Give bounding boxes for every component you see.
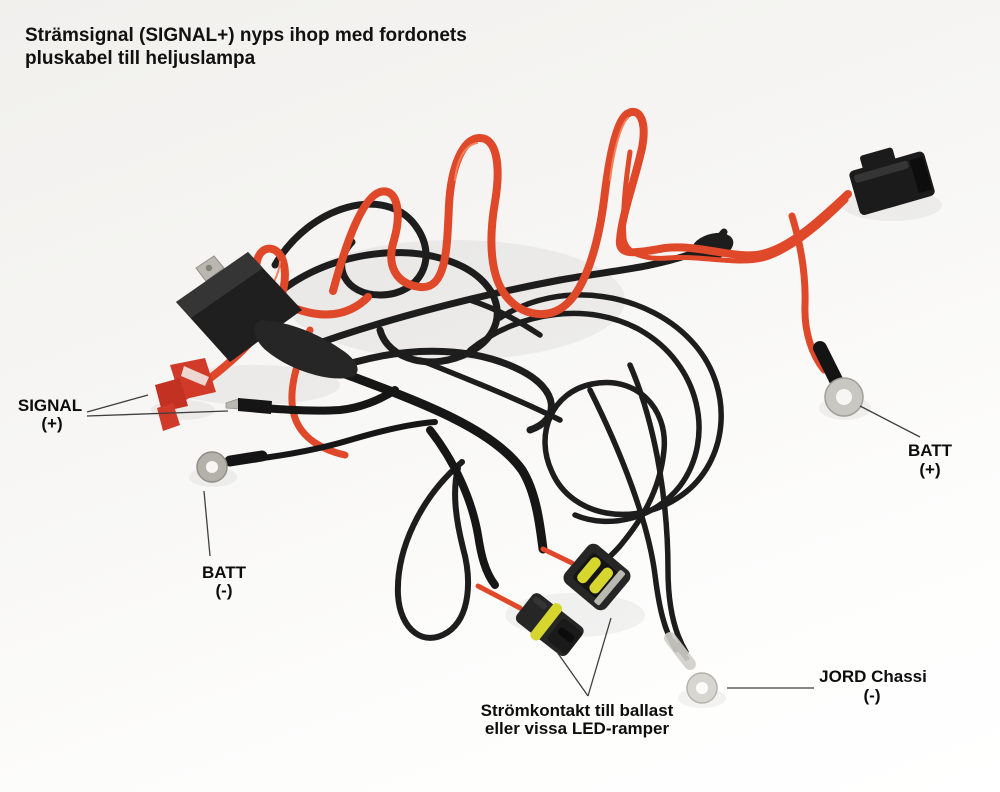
label-batt-positive: BATT (+)	[908, 441, 953, 479]
title: Strämsignal (SIGNAL+) nyps ihop med ford…	[25, 25, 467, 69]
relay	[176, 252, 358, 379]
ballast-label-line-1: Strömkontakt till ballast	[481, 701, 674, 720]
label-ground-chassis: JORD Chassi (-)	[819, 667, 927, 705]
ballast-connector-female	[563, 543, 631, 611]
bullet-terminal	[225, 398, 272, 414]
signal-label-sign: (+)	[41, 414, 62, 433]
ballast-pointer-right	[587, 617, 612, 697]
batt-negative-label-text: BATT	[202, 563, 247, 582]
signal-pointer-upper	[86, 394, 149, 413]
label-signal-positive: SIGNAL (+)	[18, 396, 82, 433]
ring-terminal-batt-positive	[813, 341, 864, 417]
ballast-connector-male	[515, 593, 584, 657]
title-line-1: Strämsignal (SIGNAL+) nyps ihop med ford…	[25, 25, 467, 46]
label-batt-negative: BATT (-)	[202, 563, 247, 600]
ground-label-text: JORD Chassi	[819, 667, 927, 686]
quick-splice-tap	[155, 358, 216, 431]
ballast-label-line-2: eller vissa LED-ramper	[485, 719, 670, 738]
batt-positive-pointer	[859, 405, 921, 438]
batt-negative-pointer	[203, 490, 211, 557]
signal-label-text: SIGNAL	[18, 396, 82, 415]
ring-terminal-batt-negative	[196, 450, 268, 483]
ballast-pointer-left	[556, 651, 589, 697]
batt-positive-label-sign: (+)	[919, 460, 940, 479]
black-ground-wires	[258, 200, 734, 655]
batt-negative-label-sign: (-)	[216, 581, 233, 600]
signal-pointer-lower	[86, 410, 229, 417]
two-pin-power-connector	[849, 147, 935, 215]
title-line-2: pluskabel till heljuslampa	[25, 48, 256, 69]
ring-terminal-ground	[664, 632, 718, 704]
ground-label-sign: (-)	[864, 686, 881, 705]
label-ballast-connector: Strömkontakt till ballast eller vissa LE…	[481, 701, 674, 738]
callout-pointer-lines	[86, 394, 921, 697]
batt-positive-label-text: BATT	[908, 441, 953, 460]
